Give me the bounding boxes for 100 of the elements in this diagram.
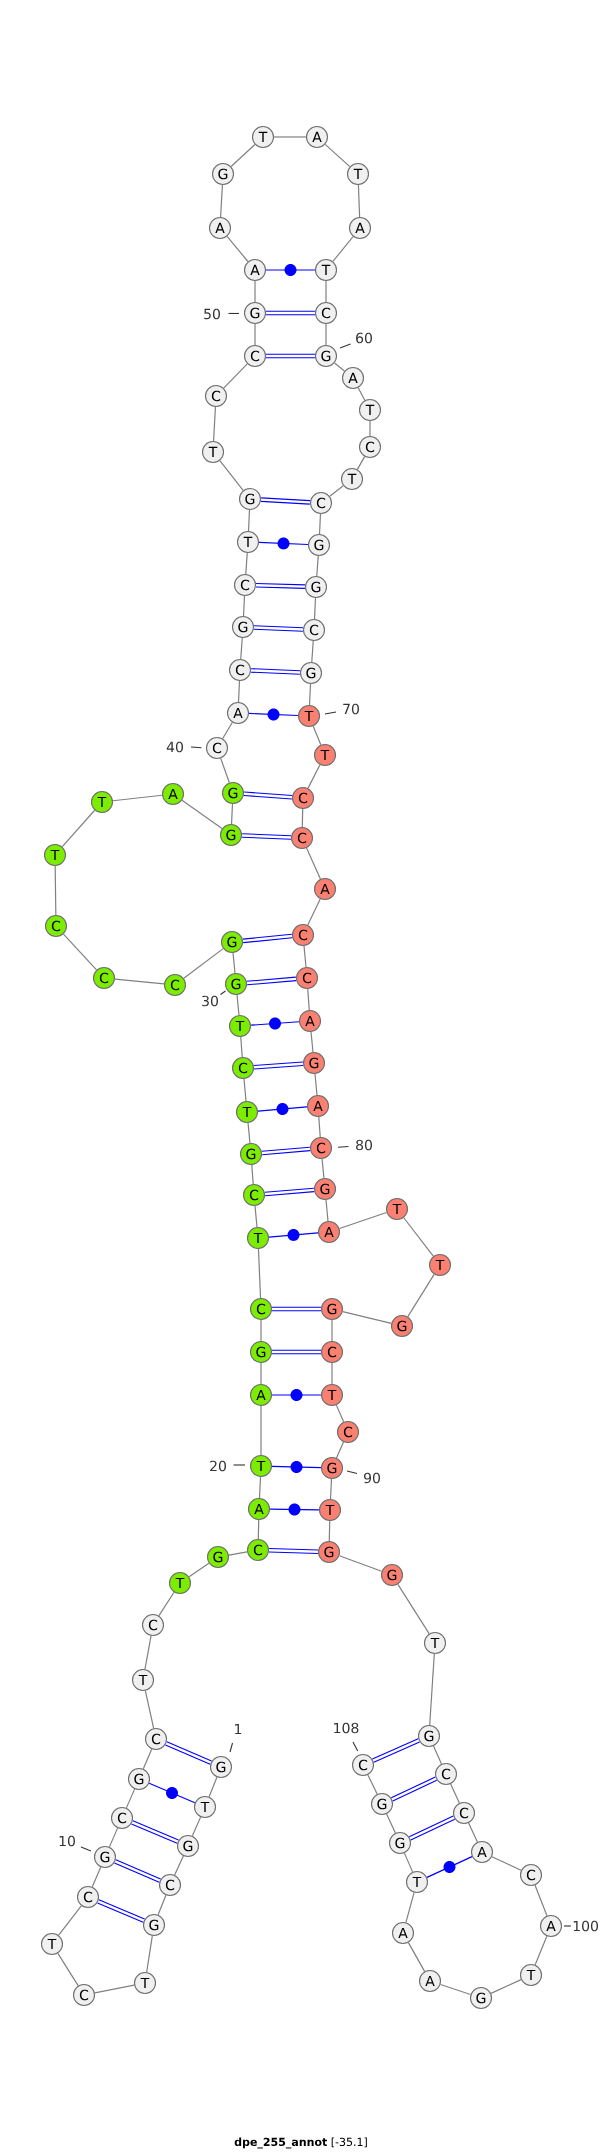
backbone-line xyxy=(258,1476,262,1499)
backbone-line xyxy=(114,978,165,985)
base-pair-line xyxy=(269,1548,319,1554)
backbone-line xyxy=(429,1653,435,1726)
backbone-line xyxy=(232,952,236,974)
backbone-line xyxy=(245,552,248,575)
backbone-line xyxy=(331,1362,333,1385)
backbone-line xyxy=(329,485,344,497)
caption: dpe_255_annot [-35.1] xyxy=(234,2137,367,2149)
backbone-line xyxy=(125,1788,136,1809)
base-pair-line xyxy=(266,310,315,316)
backbone-line xyxy=(220,184,223,218)
backbone-line xyxy=(491,1856,522,1871)
base-pair-line xyxy=(372,1738,420,1763)
backbone-line xyxy=(407,1273,435,1318)
backbone-line xyxy=(219,460,244,491)
base-pair-line xyxy=(260,497,311,505)
base-pair-line xyxy=(266,353,315,359)
base-pair-line xyxy=(256,583,306,589)
backbone-line xyxy=(181,799,223,830)
position-number: 70 xyxy=(343,703,359,715)
backbone-line xyxy=(335,1441,345,1459)
backbone-line xyxy=(403,1217,434,1257)
backbone-line xyxy=(397,1583,430,1635)
backbone-line xyxy=(158,1591,175,1617)
backbone-line xyxy=(305,847,322,880)
backbone-line xyxy=(61,809,96,848)
base-pair-line xyxy=(272,1349,321,1355)
backbone-line xyxy=(432,1745,443,1765)
backbone-line xyxy=(247,509,251,532)
backbone-line xyxy=(230,803,234,825)
backbone-line xyxy=(313,597,317,620)
backbone-line xyxy=(254,280,256,303)
backbone-line xyxy=(301,808,304,828)
backbone-line xyxy=(310,1031,314,1053)
backbone-line xyxy=(335,1404,345,1423)
position-number: 10 xyxy=(59,1835,75,1847)
backbone-line xyxy=(450,1783,460,1804)
backbone-line xyxy=(329,1478,333,1500)
base-pair-line xyxy=(131,1820,179,1844)
base-pair-line xyxy=(268,1229,319,1241)
backbone-line xyxy=(307,988,310,1011)
backbone-line xyxy=(94,1984,135,1994)
backbone-line xyxy=(112,794,163,802)
base-pair-line xyxy=(426,1856,473,1878)
backbone-line xyxy=(405,1892,415,1923)
base-pair-line xyxy=(243,791,293,800)
base-pair-line xyxy=(257,1103,308,1115)
backbone-line xyxy=(220,757,230,784)
backbone-line xyxy=(307,764,321,789)
base-pair-line xyxy=(265,264,316,276)
backbone-line xyxy=(54,865,57,916)
backbone-line xyxy=(183,948,224,979)
backbone-line xyxy=(307,898,321,926)
backbone-line xyxy=(242,595,246,617)
base-pair-line xyxy=(114,1859,161,1883)
backbone-line xyxy=(328,1520,331,1542)
backbone-line xyxy=(357,184,361,218)
backbone-line xyxy=(342,1311,392,1324)
base-pair-line xyxy=(264,1187,315,1197)
backbone-line xyxy=(237,680,241,703)
backbone-line xyxy=(303,945,307,968)
position-number: 50 xyxy=(204,308,220,320)
backbone-line xyxy=(226,235,249,263)
backbone-line xyxy=(325,1199,329,1222)
backbone-line xyxy=(308,683,312,706)
backbone-line xyxy=(403,1852,414,1873)
base-pair-line xyxy=(391,1776,437,1802)
position-number: 1 xyxy=(235,1723,242,1735)
backbone-line xyxy=(312,725,322,746)
backbone-line xyxy=(367,1774,378,1795)
position-number: 40 xyxy=(166,741,183,753)
position-number: 100 xyxy=(573,1920,598,1932)
backbone-line xyxy=(251,1164,254,1185)
position-number: 20 xyxy=(210,1460,226,1472)
backbone-line xyxy=(324,143,351,168)
backbone-line xyxy=(534,1884,548,1917)
backbone-line xyxy=(316,555,319,577)
backbone-line xyxy=(191,1816,202,1837)
backbone-line xyxy=(439,1983,472,1996)
backbone-line xyxy=(208,1776,218,1798)
backbone-line xyxy=(331,1319,333,1342)
backbone-line xyxy=(321,1158,325,1179)
backbone-line xyxy=(254,323,256,346)
backbone-line xyxy=(240,637,243,660)
position-number: 60 xyxy=(356,332,372,344)
base-pair-line xyxy=(271,1461,322,1473)
backbone-line xyxy=(146,1935,153,1973)
backbone-line xyxy=(314,1073,318,1096)
backbone-line xyxy=(260,1362,262,1385)
backbone-line xyxy=(260,1405,262,1456)
backbone-line xyxy=(386,1813,396,1834)
position-number: 90 xyxy=(363,1472,380,1484)
position-number: 80 xyxy=(356,1139,372,1151)
backbone-line xyxy=(325,323,327,346)
backbone-line xyxy=(254,1205,258,1228)
backbone-line xyxy=(213,406,216,442)
base-pair-line xyxy=(253,625,304,632)
backbone-line xyxy=(236,994,240,1016)
base-pair-line xyxy=(409,1815,455,1841)
